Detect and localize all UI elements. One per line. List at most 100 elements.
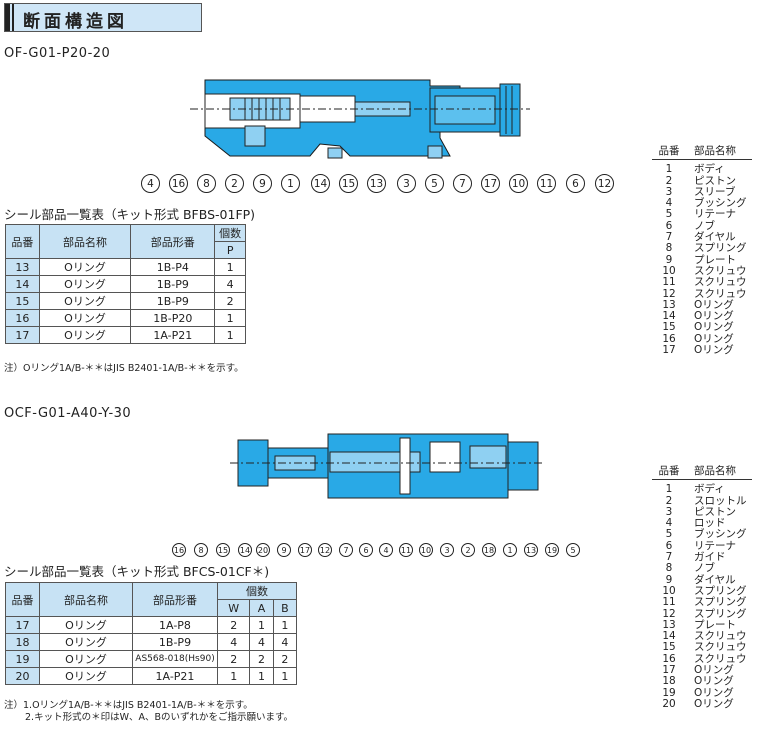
- seal-table-title-1: シール部品一覧表（キット形式 BFBS-01FP): [4, 207, 256, 222]
- parts-list-item: 9 プレート: [652, 253, 752, 266]
- parts-list-item: 13 Oリング: [652, 298, 752, 311]
- part-number: 3: [665, 505, 673, 518]
- part-number: 7: [665, 551, 673, 564]
- balloon-1-0: 4: [141, 174, 160, 193]
- balloon-1-15: 6: [566, 174, 585, 193]
- part-name: スクリュウ: [694, 630, 747, 643]
- th-name: 部品名称: [39, 582, 133, 617]
- part-number: 5: [665, 528, 673, 541]
- page-title: 断面構造図: [23, 12, 128, 32]
- balloon-2-13: 3: [440, 543, 454, 557]
- part-name: スリーブ: [694, 185, 736, 198]
- part-number: 13: [662, 298, 676, 311]
- balloon-2-0: 16: [172, 543, 186, 557]
- balloon-2-9: 6: [359, 543, 373, 557]
- part-number: 7: [665, 231, 673, 244]
- balloon-2-16: 1: [503, 543, 517, 557]
- balloon-1-1: 16: [169, 174, 188, 193]
- th-code: 部品形番: [130, 224, 216, 259]
- section-header: 断面構造図: [4, 3, 202, 32]
- part-number: 12: [662, 607, 676, 620]
- balloon-1-13: 10: [509, 174, 528, 193]
- parts-list-item: 18 Oリング: [652, 675, 752, 688]
- part-name: プレート: [694, 253, 736, 266]
- part-name: スロットル: [694, 494, 747, 507]
- part-name: リテーナ: [694, 208, 736, 221]
- part-name: スプリング: [694, 607, 747, 620]
- cross-section-drawing-2: [230, 433, 545, 499]
- balloon-2-8: 7: [339, 543, 353, 557]
- part-number: 9: [665, 573, 673, 586]
- parts-list-item: 11 スプリング: [652, 596, 752, 609]
- balloon-2-5: 9: [277, 543, 291, 557]
- part-number: 15: [662, 641, 676, 654]
- cross-section-drawing-1: [190, 79, 530, 159]
- part-name: ブッシング: [694, 197, 747, 210]
- th-no: 品番: [5, 582, 40, 617]
- balloon-2-10: 4: [379, 543, 393, 557]
- part-number: 9: [665, 253, 673, 266]
- balloon-1-16: 12: [595, 174, 614, 193]
- part-number: 4: [665, 517, 673, 530]
- part-number: 10: [662, 584, 676, 597]
- part-number: 11: [662, 276, 676, 289]
- parts-list-item: 12 スプリング: [652, 607, 752, 620]
- part-number: 11: [662, 596, 676, 609]
- model-title-2: OCF-G01-A40-Y-30: [4, 406, 132, 421]
- part-name: プレート: [694, 618, 736, 631]
- note-1: 注）Oリング1A/B-＊＊はJIS B2401-1A/B-＊＊を示す。: [4, 363, 244, 374]
- part-name: Oリング: [694, 686, 734, 699]
- part-number: 13: [662, 618, 676, 631]
- part-number: 5: [665, 208, 673, 221]
- part-name: ボディ: [694, 163, 725, 176]
- part-number: 6: [665, 219, 673, 232]
- balloon-1-6: 14: [311, 174, 330, 193]
- part-name: スプリング: [694, 596, 747, 609]
- part-number: 20: [662, 697, 676, 710]
- part-name: ピストン: [694, 505, 736, 518]
- th-w: W: [216, 599, 251, 617]
- th-b: B: [272, 599, 298, 617]
- part-number: 18: [662, 675, 676, 688]
- balloon-1-8: 13: [367, 174, 386, 193]
- parts-list-item: 5 ブッシング: [652, 528, 752, 541]
- balloon-1-11: 7: [453, 174, 472, 193]
- part-number: 16: [662, 652, 676, 665]
- part-name: スプリング: [694, 242, 747, 255]
- part-name: Oリング: [694, 298, 734, 311]
- note-2-1: 注）1.Oリング1A/B-＊＊はJIS B2401-1A/B-＊＊を示す。: [4, 700, 253, 711]
- parts-list-item: 3 ピストン: [652, 505, 752, 518]
- part-name: Oリング: [694, 675, 734, 688]
- part-number: 6: [665, 539, 673, 552]
- part-name: ブッシング: [694, 528, 747, 541]
- part-number: 2: [665, 174, 673, 187]
- balloon-2-19: 5: [566, 543, 580, 557]
- part-number: 17: [662, 664, 676, 677]
- balloon-2-15: 18: [482, 543, 496, 557]
- part-name: スクリュウ: [694, 287, 747, 300]
- balloon-1-4: 9: [253, 174, 272, 193]
- balloon-2-6: 17: [298, 543, 312, 557]
- part-number: 10: [662, 264, 676, 277]
- balloon-2-2: 15: [216, 543, 230, 557]
- part-number: 2: [665, 494, 673, 507]
